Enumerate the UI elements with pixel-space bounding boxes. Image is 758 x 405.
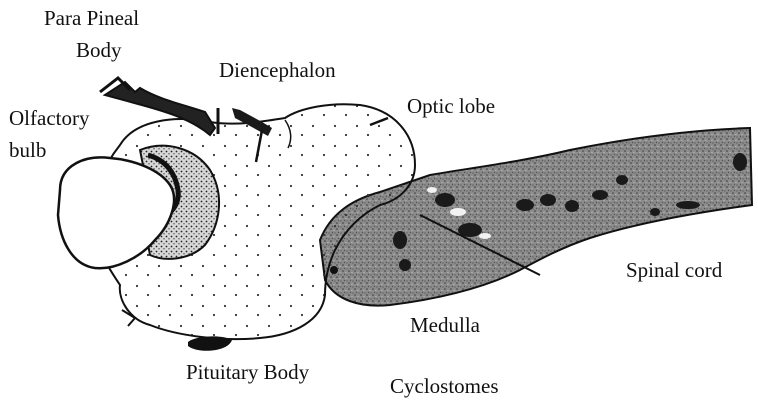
label-medulla: Medulla <box>410 313 480 338</box>
label-para-pineal: Para Pineal <box>44 6 139 31</box>
label-pituitary-body: Pituitary Body <box>186 360 309 385</box>
pituitary-body-shape <box>188 336 232 350</box>
label-bulb: bulb <box>9 138 46 163</box>
label-diencephalon: Diencephalon <box>219 58 336 83</box>
label-optic-lobe: Optic lobe <box>407 94 495 119</box>
caption-cyclostomes: Cyclostomes <box>390 374 499 399</box>
label-spinal-cord: Spinal cord <box>626 258 722 283</box>
label-body: Body <box>76 38 122 63</box>
label-olfactory: Olfactory <box>9 106 89 131</box>
